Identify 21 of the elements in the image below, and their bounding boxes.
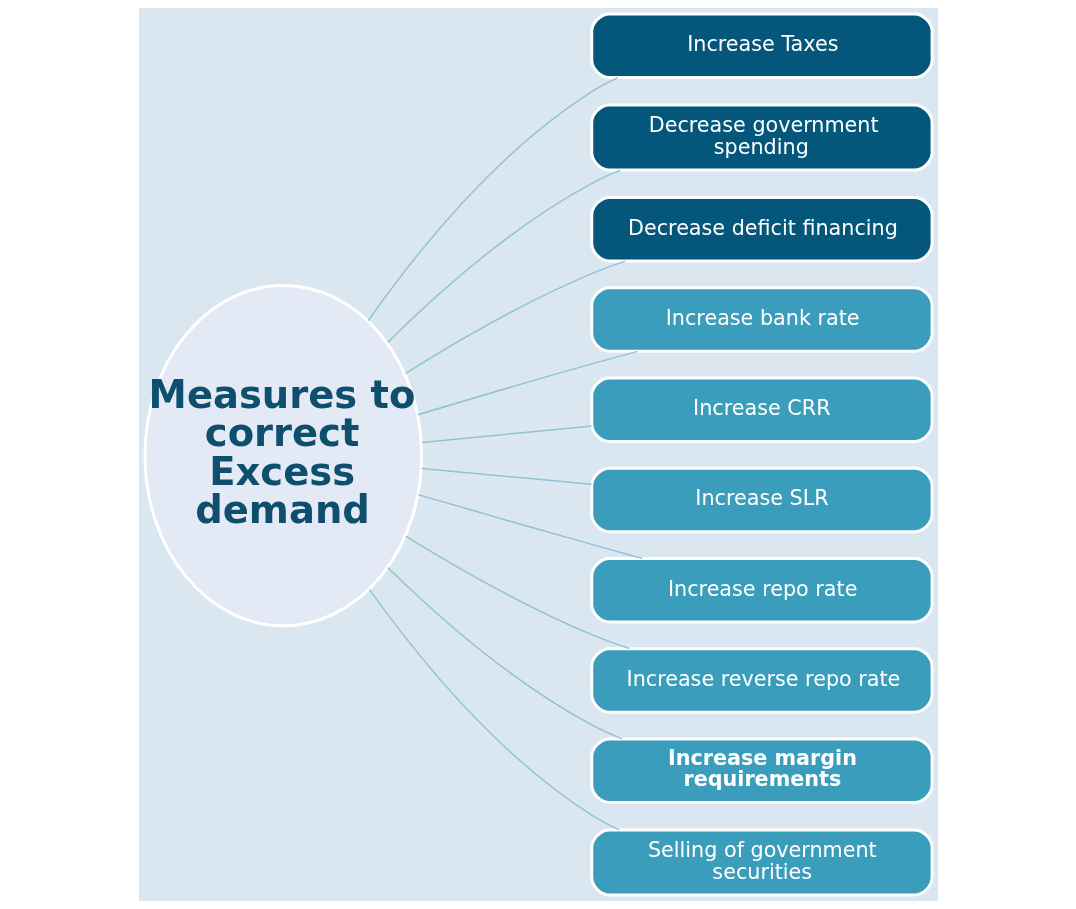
node-box: Decrease government spending (589, 103, 934, 172)
node-box: Increase reverse repo rate (589, 647, 934, 714)
connector (386, 566, 623, 740)
connector (416, 493, 643, 560)
connector (420, 425, 592, 444)
node-ellipse: Measures to correct Excess demand (142, 283, 423, 628)
connector (404, 260, 626, 375)
connector (366, 76, 619, 322)
node-box: Increase SLR (589, 466, 934, 534)
node-box: Selling of government securities (589, 828, 934, 897)
connector (416, 350, 638, 416)
connector (368, 588, 620, 831)
node-box: Increase CRR (589, 376, 934, 444)
node-box: Increase repo rate (589, 556, 934, 624)
node-box: Increase bank rate (589, 286, 934, 353)
node-box: Increase Taxes (589, 12, 934, 80)
connector (404, 535, 630, 650)
connector (386, 169, 621, 344)
node-box: Increase margin requirements (589, 737, 934, 805)
node-box: Decrease deficit financing (589, 195, 934, 263)
connector (420, 467, 592, 485)
